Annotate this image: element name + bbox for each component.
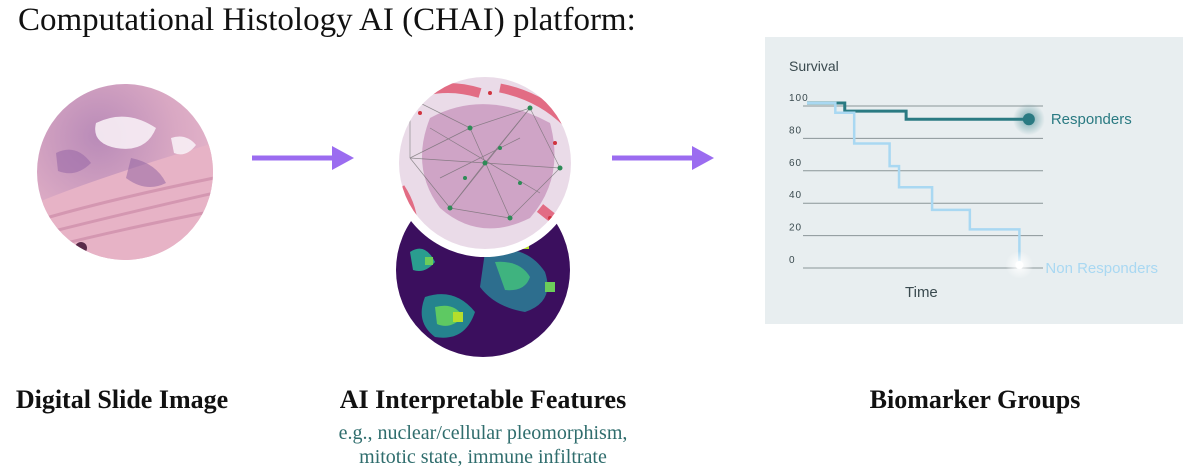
non-responders-endpoint (1015, 261, 1023, 269)
figure-title: Computational Histology AI (CHAI) platfo… (18, 2, 636, 39)
stage-sublabel-2: mitotic state, immune infiltrate (318, 446, 648, 469)
y-tick-label: 60 (789, 158, 802, 169)
y-tick-label: 20 (789, 223, 802, 234)
right-arrow-icon (610, 143, 716, 173)
responders-endpoint (1023, 113, 1035, 125)
y-tick-label: 100 (789, 93, 809, 104)
non-responders-line (807, 103, 1019, 265)
responders-line (807, 103, 1029, 119)
y-tick-label: 0 (789, 255, 796, 266)
right-arrow-icon (250, 143, 356, 173)
x-axis-label: Time (905, 284, 938, 301)
slide-image (36, 83, 214, 261)
responders-legend-label: Responders (1051, 111, 1132, 128)
stage-sublabel-1: e.g., nuclear/cellular pleomorphism, (318, 422, 648, 445)
stage-label-biomarker: Biomarker Groups (845, 385, 1105, 415)
stage-label-features: AI Interpretable Features (318, 385, 648, 415)
stage-label-slide: Digital Slide Image (8, 385, 236, 415)
non-responders-legend-label: Non Responders (1045, 260, 1158, 277)
y-tick-label: 80 (789, 125, 802, 136)
feature-overlay-image (390, 68, 580, 258)
y-tick-label: 40 (789, 190, 802, 201)
y-axis-label: Survival (789, 58, 839, 74)
